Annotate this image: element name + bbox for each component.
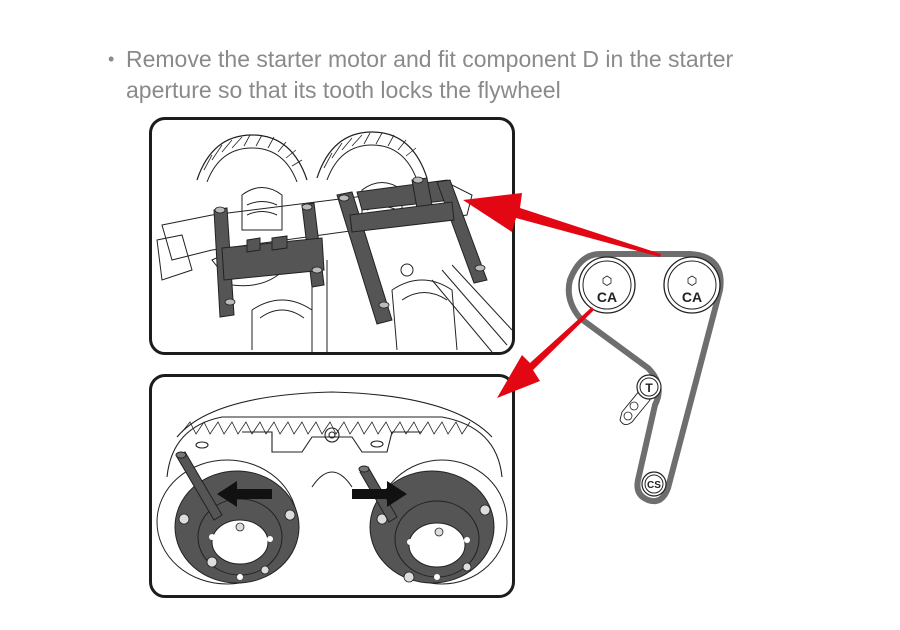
pulley-tensioner: T [619, 374, 662, 425]
right-camshaft-pulley [358, 459, 508, 585]
right-cam-gear [316, 131, 428, 181]
pulley-label-cs: CS [647, 480, 661, 491]
direction-arrows [217, 481, 407, 507]
camshaft-pulleys-figure [149, 374, 515, 598]
bullet-point: • [108, 49, 115, 69]
pulleys-illustration [156, 391, 508, 585]
pulley-label-ca: CA [597, 289, 617, 305]
pulley-ca-left: CA [578, 256, 636, 314]
left-cam-gear [196, 134, 308, 183]
timing-belt [565, 251, 724, 505]
hex-bolt-icon [687, 275, 697, 286]
left-camshaft-pulley [156, 451, 300, 585]
instruction-line-1: Remove the starter motor and fit compone… [126, 46, 734, 72]
instruction-line-2: aperture so that its tooth locks the fly… [126, 77, 561, 103]
instruction-text: Remove the starter motor and fit compone… [126, 44, 826, 106]
pulley-crankshaft: CS [641, 471, 667, 497]
pulley-label-ca: CA [682, 289, 702, 305]
locking-tool [213, 177, 488, 325]
arrow-left-icon [217, 481, 272, 507]
hex-bolt-icon [602, 275, 612, 286]
pulley-label-t: T [645, 381, 653, 395]
camshaft-locking-tool-figure [149, 117, 515, 355]
pulley-ca-right: CA [663, 256, 721, 314]
arrow-right-icon [352, 481, 407, 507]
cylinder-head-illustration [156, 131, 512, 352]
